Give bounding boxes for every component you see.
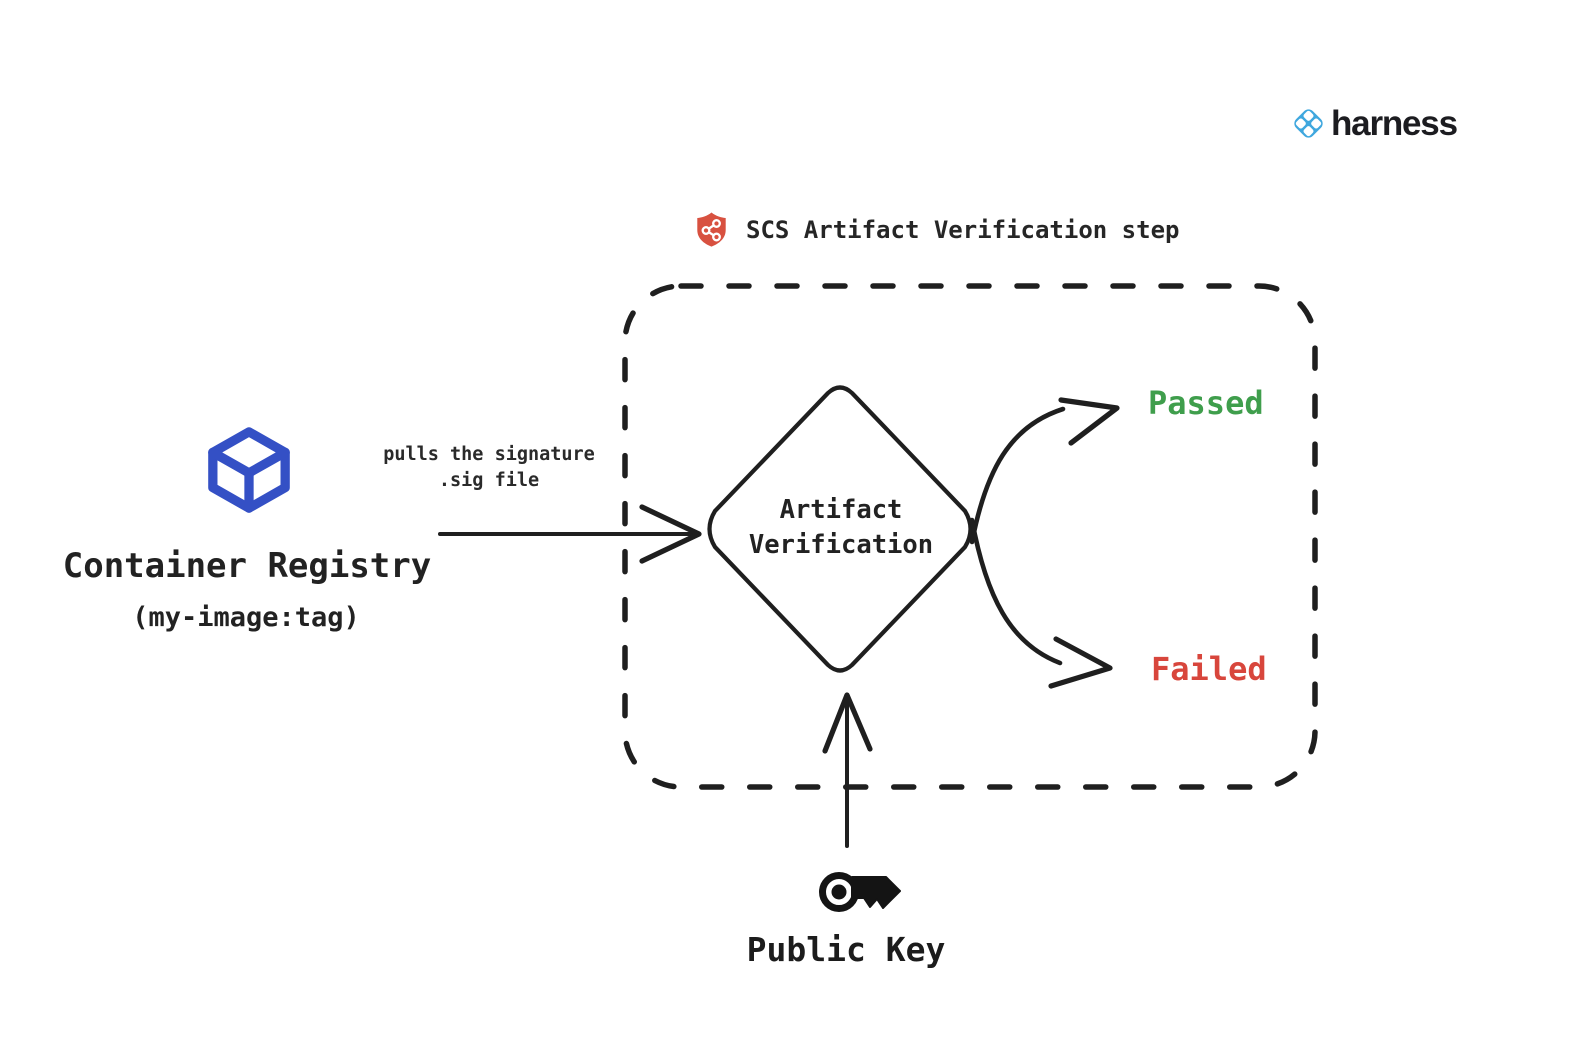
passed-label: Passed (1148, 384, 1264, 422)
container-registry-icon-wrap (206, 426, 292, 514)
failed-arrowhead-icon (1048, 636, 1113, 689)
pull-arrowhead-icon (639, 504, 702, 564)
network-glyph (701, 219, 721, 242)
public-key-label: Public Key (746, 930, 946, 969)
pull-arrow (438, 504, 702, 564)
decision-label: Artifact Verification (749, 493, 933, 563)
failed-label: Failed (1151, 650, 1267, 688)
step-title: SCS Artifact Verification step (746, 215, 1180, 244)
pull-edge-label: pulls the signature .sig file (383, 442, 595, 494)
harness-wordmark: harness (1331, 104, 1458, 143)
passed-arrow (969, 397, 1120, 545)
step-boundary-dashed-box (622, 283, 1318, 790)
key-icon (819, 872, 901, 912)
failed-arrow (969, 517, 1113, 689)
pull-edge-label-line2: .sig file (438, 470, 540, 491)
step-title-row: SCS Artifact Verification step (695, 211, 1179, 248)
decision-label-line1: Artifact (779, 495, 903, 525)
container-cube-icon (208, 427, 290, 513)
decision-diamond (707, 385, 973, 673)
pull-edge-label-line1: pulls the signature (383, 444, 595, 465)
decision-label-line2: Verification (748, 530, 934, 560)
public-key-icon-wrap (816, 862, 902, 920)
container-registry-label: Container Registry (62, 546, 432, 586)
passed-arrowhead-icon (1058, 397, 1120, 446)
public-key-arrowhead-icon (822, 692, 873, 754)
harness-logo: harness (1291, 104, 1458, 143)
harness-logo-icon (1294, 109, 1323, 138)
container-registry-tag: (my-image:tag) (132, 602, 360, 633)
public-key-arrow (822, 692, 873, 848)
shield-shape (697, 212, 726, 247)
scs-shield-icon (697, 212, 726, 247)
